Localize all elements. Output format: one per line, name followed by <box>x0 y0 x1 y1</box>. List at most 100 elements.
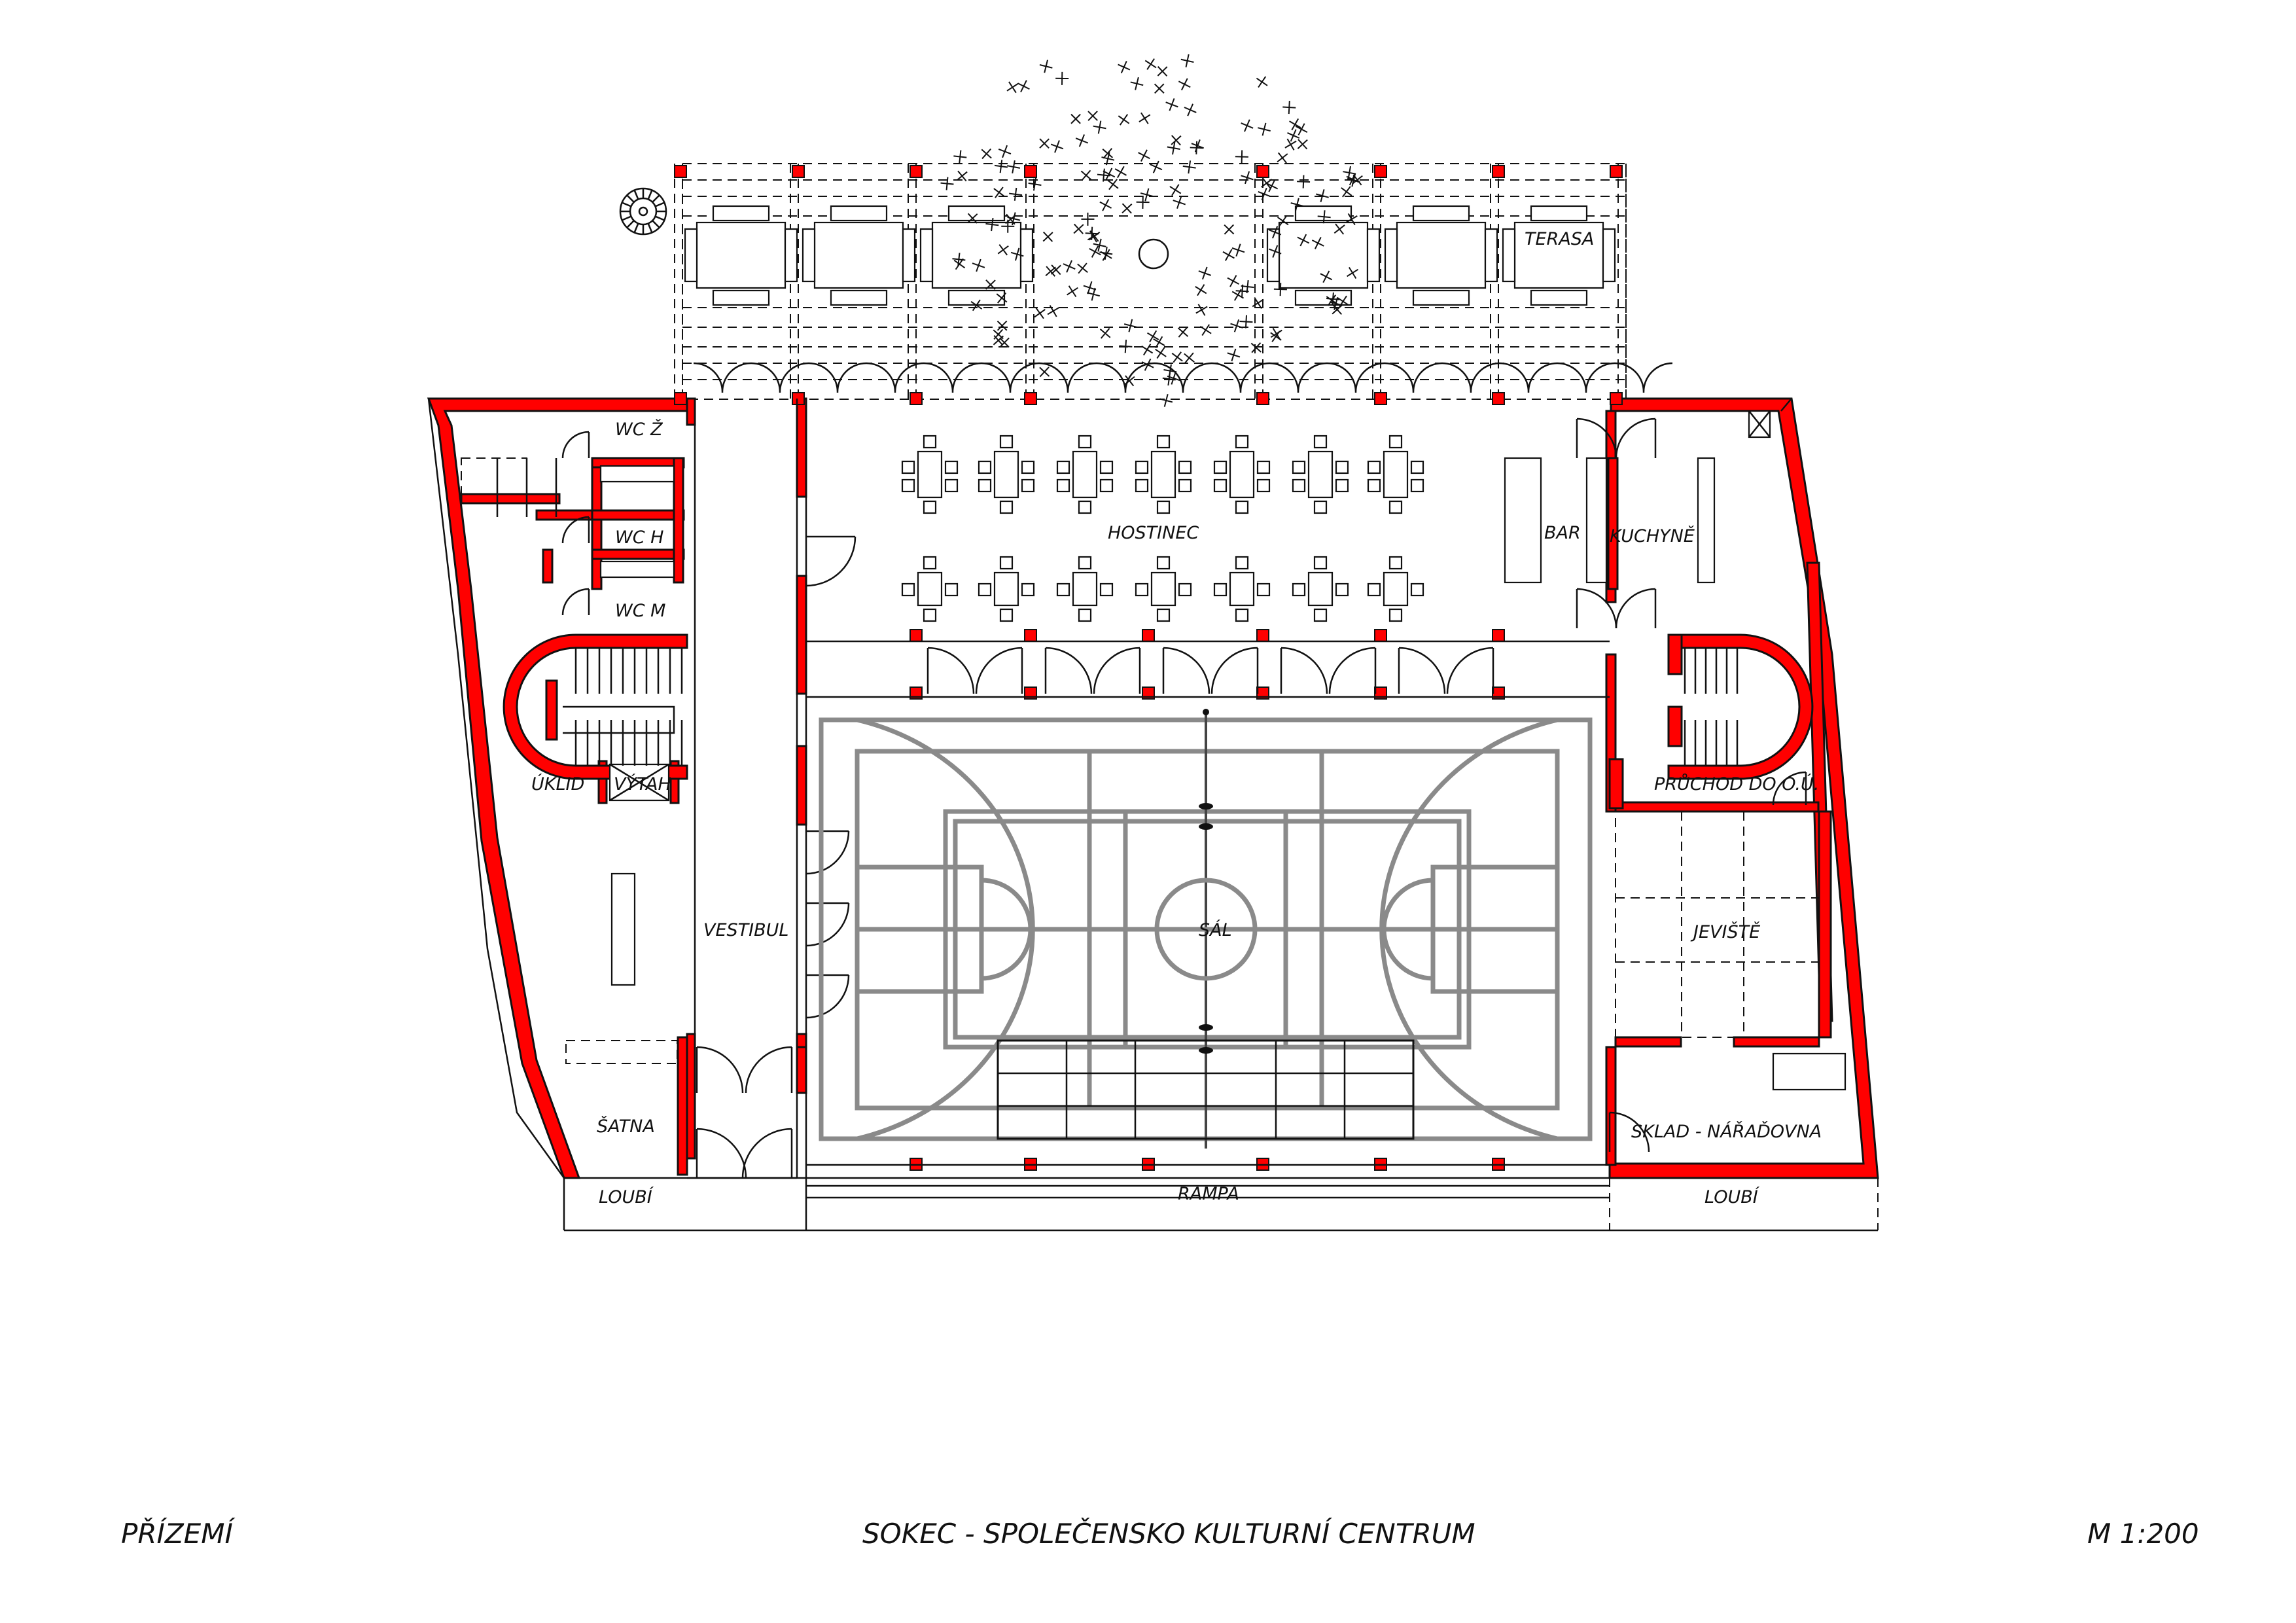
column <box>1024 629 1037 642</box>
table-set <box>1213 435 1271 514</box>
column <box>910 629 923 642</box>
table-set <box>978 435 1035 514</box>
door-swing <box>696 1128 747 1179</box>
label-loubi-left: LOUBÍ <box>599 1186 654 1207</box>
door-swing <box>741 1128 793 1179</box>
door-swing <box>1328 647 1377 694</box>
label-pruchod: PRŮCHOD DO O.Ú. <box>1654 774 1819 794</box>
table-set <box>1056 556 1114 622</box>
column <box>1142 629 1155 642</box>
door-swing <box>1615 588 1657 629</box>
door-swing <box>1446 647 1494 694</box>
door-swing <box>1398 647 1446 694</box>
label-loubi-right: LOUBÍ <box>1704 1186 1760 1207</box>
door-swing <box>975 647 1023 694</box>
title-block: PŘÍZEMÍ SOKEC - SPOLEČENSKO KULTURNÍ CEN… <box>121 1517 2199 1550</box>
door-swing <box>1772 771 1807 806</box>
column <box>1374 629 1387 642</box>
column <box>910 392 923 405</box>
tree-trunk <box>1138 238 1169 270</box>
door-swing <box>805 974 850 1019</box>
column <box>1492 629 1505 642</box>
label-hostinec: HOSTINEC <box>1108 523 1199 543</box>
terrace-column <box>1024 165 1037 178</box>
column <box>1374 392 1387 405</box>
table-set <box>1367 556 1424 622</box>
table-set <box>978 556 1035 622</box>
table-set <box>1292 435 1349 514</box>
terrace-column <box>910 165 923 178</box>
table-set <box>1213 556 1271 622</box>
columns <box>674 165 1623 1171</box>
walls <box>427 397 1879 1179</box>
door-swing <box>561 431 590 459</box>
floor-label: PŘÍZEMÍ <box>121 1517 236 1550</box>
table-set <box>1056 435 1114 514</box>
door-swing <box>1576 588 1617 629</box>
label-wc-h: WC H <box>615 527 663 548</box>
column <box>1610 392 1623 405</box>
door-swing <box>1093 647 1141 694</box>
restaurant-tables <box>901 435 1424 622</box>
label-wc-z: WC Ž <box>615 419 663 440</box>
column <box>1024 392 1037 405</box>
table-set <box>901 435 959 514</box>
door-swing <box>1044 647 1093 694</box>
label-satna: ŠATNA <box>597 1116 655 1137</box>
column <box>1024 687 1037 700</box>
terrace-column <box>792 165 805 178</box>
terrace-column <box>1374 165 1387 178</box>
label-vestibul: VESTIBUL <box>703 920 788 940</box>
table-set <box>1367 435 1424 514</box>
table-set <box>1292 556 1349 622</box>
terrace-seating <box>1384 205 1498 306</box>
door-swing <box>745 1046 793 1094</box>
door-swing <box>927 647 975 694</box>
door-swing <box>1280 647 1328 694</box>
column <box>792 392 805 405</box>
door-swing <box>561 516 590 544</box>
door-swing <box>696 1046 744 1094</box>
scale-label: M 1:200 <box>2087 1518 2199 1550</box>
terrace <box>619 54 1673 407</box>
door-swing <box>1576 418 1617 459</box>
terrace-seating <box>1266 205 1381 306</box>
door-swing <box>561 588 590 616</box>
tree-canopy <box>940 54 1363 407</box>
room-labels: WC Ž WC H WC M ÚKLID VÝTAH VESTIBUL ŠATN… <box>531 229 1822 1207</box>
terrace-seating <box>919 205 1034 306</box>
column <box>1492 392 1505 405</box>
label-terasa: TERASA <box>1525 229 1594 249</box>
terrace-column <box>1492 165 1505 178</box>
label-jeviste: JEVIŠTĚ <box>1690 921 1760 942</box>
terrace-seating <box>802 205 916 306</box>
door-swing <box>805 830 850 875</box>
table-set <box>1135 556 1192 622</box>
terrace-seating <box>1502 205 1616 306</box>
label-vytah: VÝTAH <box>614 774 671 794</box>
table-set <box>901 556 959 622</box>
interior-lines <box>461 399 1879 1232</box>
door-swing <box>805 902 850 947</box>
label-bar: BAR <box>1544 523 1581 543</box>
label-wc-m: WC M <box>615 601 665 621</box>
label-sal: SÁL <box>1199 919 1232 940</box>
terrace-column <box>1256 165 1269 178</box>
column <box>1142 687 1155 700</box>
terrace-column <box>674 165 687 178</box>
table-set <box>1135 435 1192 514</box>
column <box>910 687 923 700</box>
label-rampa: RAMPA <box>1178 1184 1239 1204</box>
label-uklid: ÚKLID <box>531 774 584 794</box>
terrace-seating <box>684 205 798 306</box>
project-title: SOKEC - SPOLEČENSKO KULTURNÍ CENTRUM <box>862 1517 1475 1550</box>
door-swing <box>1615 418 1657 459</box>
terrace-column <box>1610 165 1623 178</box>
door-swing <box>805 535 857 587</box>
door-swing <box>1162 647 1210 694</box>
column <box>1256 392 1269 405</box>
label-kuchyne: KUCHYNĚ <box>1610 526 1695 546</box>
door-swing <box>1608 1111 1650 1152</box>
column <box>674 392 687 405</box>
